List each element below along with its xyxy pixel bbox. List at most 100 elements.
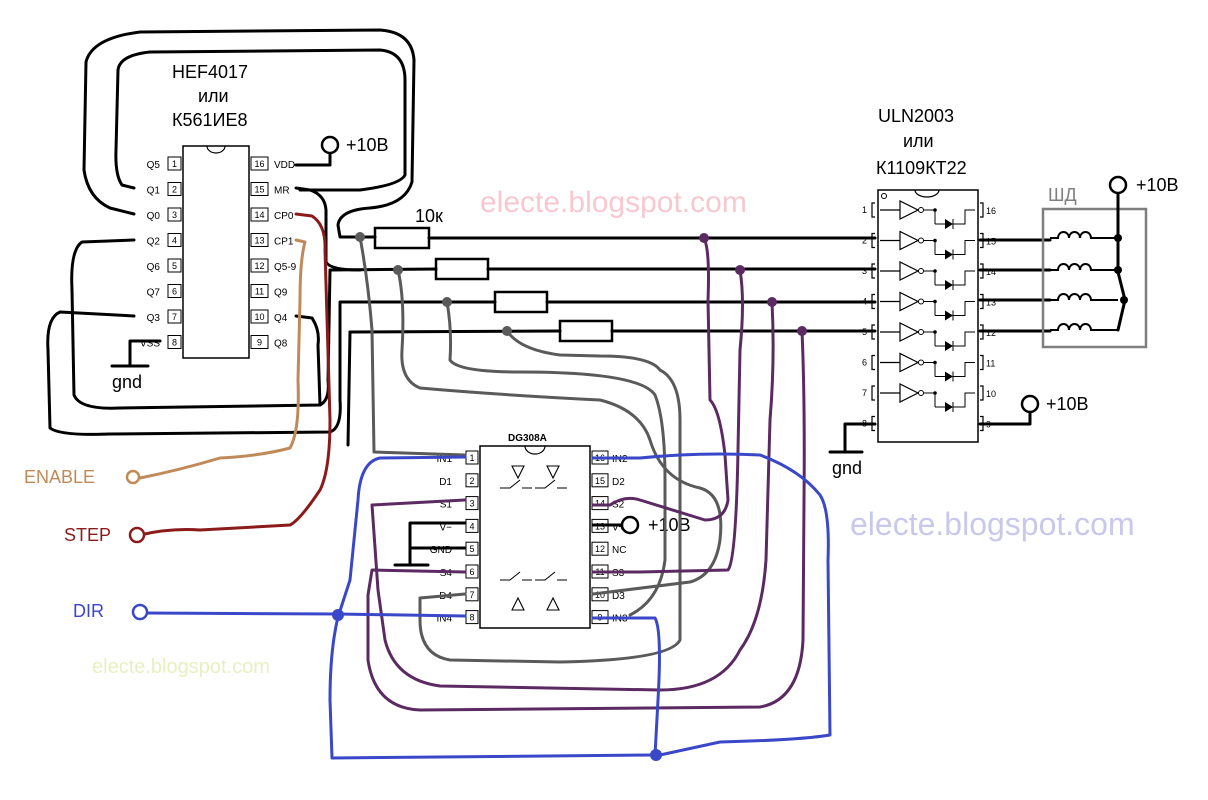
uln-pin-number: 6: [862, 358, 867, 368]
dg-pin-label: D2: [612, 477, 625, 488]
uln-pin-number: 14: [986, 267, 996, 277]
hef4017-notch: [206, 145, 226, 154]
purple-node-4: [797, 326, 807, 336]
hef-pin-label: VSS: [140, 339, 160, 350]
uln-pin-bracket: [871, 354, 875, 371]
uln-buffer: [880, 261, 920, 281]
dg-vplus-label: +10В: [648, 515, 691, 535]
dg-pin-label: IN4: [436, 614, 452, 625]
dg308a-switches: [500, 465, 567, 611]
hef-pin-box: [167, 207, 182, 222]
uln-pin-number: 16: [986, 206, 996, 216]
wire-q3-loop: [46, 300, 497, 436]
dg-pin-label: IN1: [436, 454, 452, 465]
uln-junction: [933, 360, 937, 365]
dg-pin-label: S2: [612, 500, 625, 511]
wire-vss-gnd: [110, 339, 162, 368]
motor-coils: [1050, 231, 1118, 331]
dg-switch-contact: [535, 571, 567, 581]
uln-pin-number: 1: [862, 205, 867, 215]
wire-uln-pin9: [978, 410, 1032, 426]
uln-diode: [945, 280, 953, 290]
hef-pin-number: 14: [254, 210, 264, 220]
uln-pin-number: 3: [862, 266, 867, 276]
uln-inverter-bubble: [918, 390, 924, 396]
dg-pin-number: 1: [469, 453, 474, 463]
uln-pin-number: 12: [986, 328, 996, 338]
resistor-r3: [493, 290, 549, 314]
hef-pin-number: 16: [254, 159, 264, 169]
uln-inverter-bubble: [918, 298, 924, 305]
resistor-label: 10к: [415, 206, 443, 226]
watermark-right: electe.blogspot.com: [850, 506, 1135, 542]
uln-diode: [945, 371, 953, 382]
uln-diode: [945, 310, 953, 321]
enable-terminal[interactable]: [125, 469, 141, 485]
uln-pin-bracket: [980, 354, 984, 371]
motor-box: [1041, 207, 1148, 349]
uln2003-notch: [914, 189, 940, 198]
hef-pin-box: [167, 309, 182, 324]
dir-terminal[interactable]: [131, 603, 149, 621]
hef-pin-label: Q5: [147, 160, 161, 171]
uln-inverter-bubble: [918, 329, 924, 335]
hef-pin-label: Q4: [274, 313, 288, 324]
uln-inverter-bubble: [918, 237, 924, 244]
uln-inverter-bubble: [918, 268, 924, 274]
uln2003-or: или: [903, 131, 934, 151]
uln-trace: [952, 362, 975, 382]
hef-pin-number: 9: [257, 338, 262, 348]
hef-pin-number: 15: [254, 185, 264, 195]
hef-pin-box: [250, 258, 269, 273]
wire-step: [138, 212, 332, 537]
uln-buffer: [880, 322, 920, 342]
uln2003-alt: К1109КТ22: [876, 158, 967, 178]
dg-switch-driver: [546, 465, 560, 480]
uln-pin-number: 13: [986, 298, 996, 308]
dir-label: DIR: [73, 601, 104, 621]
wire-q4: [294, 314, 322, 407]
wire-purple-4: [366, 329, 806, 712]
dg308a-notch: [524, 445, 546, 455]
purple-node-3: [767, 297, 777, 307]
resistor-r2: [434, 257, 490, 281]
motor-coil: [1050, 293, 1118, 301]
wire-dg-vminus-gnd: [393, 521, 467, 567]
hef-gnd-label: gnd: [112, 372, 142, 392]
wire-blue-in2: [591, 452, 832, 757]
gray-node-2: [393, 265, 403, 275]
dg-pin-number: 15: [595, 476, 605, 486]
step-terminal[interactable]: [128, 526, 146, 544]
dg-pin-label: S1: [440, 500, 453, 511]
hef-pin-label: Q3: [147, 313, 161, 324]
hef-pin-number: 10: [254, 312, 264, 322]
dg-switch-contact: [535, 479, 567, 489]
uln-inverter-bubble: [918, 207, 924, 213]
dg-switch-driver: [546, 596, 560, 611]
resistor-r4: [558, 319, 614, 343]
dg-pin-label: D3: [612, 591, 625, 602]
hef-pin-label: CP1: [274, 237, 294, 248]
dg-pin-label: V+: [612, 522, 625, 533]
dg-pin-label: V−: [439, 522, 452, 533]
uln-trace: [952, 301, 975, 321]
uln-pin-number: 10: [986, 389, 996, 399]
uln2003-title: ULN2003: [878, 106, 954, 126]
uln-junction: [933, 391, 937, 395]
hef-pin-box: [250, 309, 269, 324]
step-label: STEP: [64, 525, 111, 545]
purple-node-2: [735, 265, 745, 275]
hef-pin-box: [167, 233, 182, 247]
uln-diode: [945, 341, 953, 351]
wire-mr: [294, 186, 362, 272]
dg-pin-number: 6: [469, 567, 474, 577]
dg-pin-box: [465, 518, 479, 533]
uln-buffer: [880, 200, 920, 220]
enable-label: ENABLE: [24, 467, 95, 487]
hef-pin-box: [167, 335, 182, 349]
blue-node-bottom: [650, 749, 662, 761]
gray-node-4: [502, 326, 512, 336]
